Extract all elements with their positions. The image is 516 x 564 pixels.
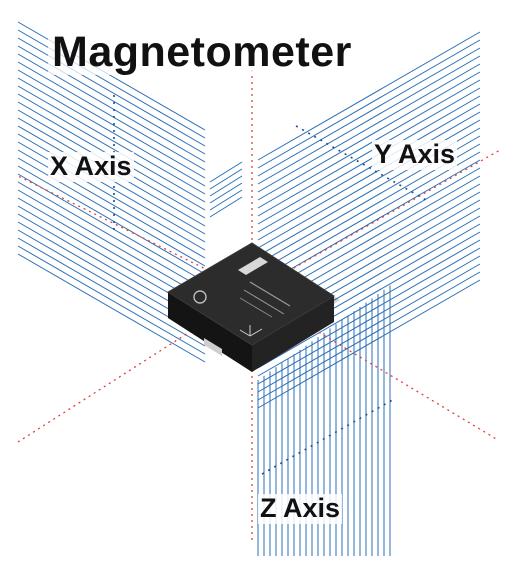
- hatch-line: [17, 181, 206, 291]
- hatch-line: [257, 263, 481, 393]
- axis-line-lower-left: [17, 291, 253, 443]
- device-logo-icon: [193, 290, 207, 304]
- hatch-line: [209, 175, 243, 197]
- diagram-title: Magnetometer: [48, 29, 356, 76]
- hatch-line: [209, 189, 243, 211]
- hatch-line: [257, 87, 481, 217]
- brand-tag: [238, 257, 268, 275]
- hatch-line: [257, 271, 481, 401]
- hatch-line: [257, 63, 481, 193]
- device-left-side: [168, 292, 252, 372]
- hatch-line: [257, 71, 481, 201]
- phidget-device: [167, 242, 340, 372]
- hatch-line: [257, 151, 481, 281]
- hatch-line: [17, 165, 206, 275]
- center-hatch-field: [209, 161, 243, 218]
- hatch-line: [17, 61, 206, 171]
- hatch-line: [257, 255, 481, 385]
- hatch-line: [17, 237, 206, 347]
- hatch-line: [17, 197, 206, 307]
- hatch-line: [257, 239, 481, 369]
- hatch-line: [257, 279, 481, 409]
- hatch-line: [209, 161, 243, 183]
- hatch-line: [17, 253, 206, 363]
- hatch-line: [257, 31, 481, 161]
- hatch-line: [17, 173, 206, 283]
- hatch-line: [17, 85, 206, 195]
- hatch-line: [17, 189, 206, 299]
- hatch-line: [17, 93, 206, 203]
- y-axis-hatch-field: [257, 31, 481, 409]
- hatch-line: [257, 111, 481, 241]
- hatch-line: [257, 39, 481, 169]
- x-axis-label: X Axis: [48, 151, 134, 182]
- hatch-line: [17, 245, 206, 355]
- z-axis-accent: [261, 397, 397, 475]
- hatch-line: [257, 47, 481, 177]
- hatch-line: [17, 77, 206, 187]
- hatch-line: [209, 196, 243, 218]
- device-right-side: [252, 296, 334, 372]
- z-axis-label: Z Axis: [258, 493, 343, 524]
- hatch-line: [17, 69, 206, 179]
- hatch-line: [257, 55, 481, 185]
- hatch-line: [257, 95, 481, 225]
- hatch-line: [209, 168, 243, 190]
- hatch-line: [209, 182, 243, 204]
- usb-port: [204, 338, 222, 356]
- y-axis-label: Y Axis: [372, 139, 458, 170]
- hatch-line: [257, 79, 481, 209]
- hatch-line: [257, 247, 481, 377]
